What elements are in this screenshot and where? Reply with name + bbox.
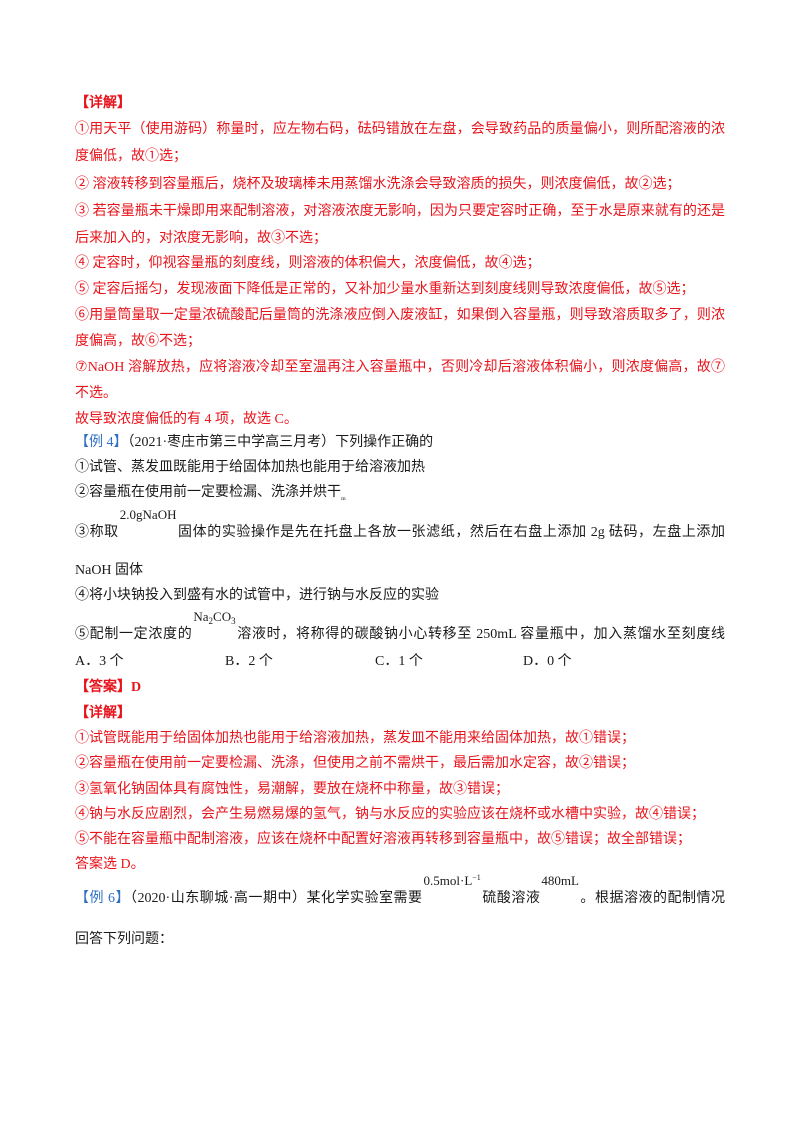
detail-line: ⑤ 定容后摇匀，发现液面下降低是正常的，又补加少量水重新达到刻度线则导致浓度偏低… (75, 282, 695, 297)
detail-line: 答案选 D。 (75, 857, 145, 872)
answer-value: D (131, 680, 142, 695)
example4-item-3: ③称取2.0gNaOH固体的实验操作是先在托盘上各放一张滤纸，然后在右盘上添加 … (75, 508, 726, 542)
formula-part: Na (193, 609, 209, 624)
formula-part: 0.5mol·L (423, 873, 473, 888)
example4-item-3-cont: NaOH 固体 (75, 563, 144, 578)
example6-tag: 【例 6】 (75, 891, 131, 906)
example4-options: A．3 个 B．2 个 C．1 个 D．0 个 (75, 653, 725, 671)
example4-item-1: ①试管、蒸发皿既能用于给固体加热也能用于给溶液加热 (75, 460, 425, 475)
detail-line: 度偏高，故⑥不选； (75, 334, 201, 349)
detail-conclusion: 故导致浓度偏低的有 4 项，故选 C。 (75, 412, 298, 427)
detail-line: ①用天平（使用游码）称量时，应左物右码，砝码错放在左盘，会导致药品的质量偏小，则… (75, 122, 725, 137)
example6-stem-cont: 回答下列问题： (75, 932, 173, 947)
detail-line: ⑥用量筒量取一定量浓硫酸配后量筒的洗涤液应倒入废液缸，如果倒入容量瓶，则导致溶质… (75, 308, 725, 323)
example6-stem-a: （2020·山东聊城·高一期中）某化学实验室需要 (130, 891, 423, 906)
formula-subscript: 2 (208, 616, 214, 626)
example4-header: 【例 4】（2021·枣庄市第三中学高三月考）下列操作正确的 (75, 434, 433, 452)
detail-heading: 【详解】 (75, 706, 131, 721)
detail-line: 不选。 (75, 386, 117, 401)
example6-stem-b: 硫酸溶液 (481, 891, 541, 906)
example4-item-2-text: ②容量瓶在使用前一定要检漏、洗涤并烘干 (75, 485, 341, 500)
detail-line: ②容量瓶在使用前一定要检漏、洗涤，但使用之前不需烘干，最后需加水定容，故②错误； (75, 756, 635, 771)
formula-volume: 480mL (541, 873, 579, 888)
detail-line: ③ 若容量瓶未干燥即用来配制溶液，对溶液浓度无影响，因为只要定容时正确，至于水是… (75, 204, 725, 219)
detail-line: ② 溶液转移到容量瓶后，烧杯及玻璃棒未用蒸馏水洗涤会导致溶质的损失，则浓度偏低，… (75, 177, 681, 192)
option-a: A．3 个 (75, 654, 124, 669)
detail-line: ⑦NaOH 溶解放热，应将溶液冷却至室温再注入容量瓶中，否则冷却后溶液体积偏小，… (75, 360, 725, 375)
example6-header: 【例 6】（2020·山东聊城·高一期中）某化学实验室需要0.5mol·L−1硫… (75, 873, 726, 908)
formula-subscript: 3 (231, 616, 236, 626)
example4-item-5: ⑤配制一定浓度的Na2CO3溶液时，将称得的碳酸钠小心转移至 250mL 容量瓶… (75, 610, 726, 644)
detail-line: 后来加入的，对浓度无影响，故③不选； (75, 231, 327, 246)
formula-part: CO (213, 609, 232, 624)
formula-superscript: −1 (472, 873, 481, 882)
example6-stem-c: 。根据溶液的配制情况 (579, 891, 726, 906)
detail-line: ④钠与水反应剧烈，会产生易燃易爆的氢气，钠与水反应的实验应该在烧杯或水槽中实验，… (75, 807, 705, 822)
option-c: C．1 个 (375, 654, 423, 669)
answer-label: 【答案】 (75, 680, 131, 695)
detail-line: ④ 定容时，仰视容量瓶的刻度线，则溶液的体积偏大，浓度偏低，故④选； (75, 256, 541, 271)
option-d: D．0 个 (523, 654, 572, 669)
example4-tag: 【例 4】 (75, 435, 128, 450)
option-b: B．2 个 (225, 654, 273, 669)
example4-item-2-mark: ₘ (341, 493, 346, 502)
detail-line: ①试管既能用于给固体加热也能用于给溶液加热，蒸发皿不能用来给固体加热，故①错误； (75, 731, 635, 746)
detail-line: ③氢氧化钠固体具有腐蚀性，易潮解，要放在烧杯中称量，故③错误； (75, 782, 509, 797)
formula-concentration: 0.5mol·L−1 (423, 873, 482, 890)
example4-item-5-lead: ⑤配制一定浓度的 (75, 627, 193, 642)
example4-item-3-text: 固体的实验操作是先在托盘上各放一张滤纸，然后在右盘上添加 2g 砝码，左盘上添加 (177, 525, 726, 540)
formula-na2co3: Na2CO3 (192, 609, 236, 627)
example4-item-2: ②容量瓶在使用前一定要检漏、洗涤并烘干ₘ (75, 484, 346, 502)
detail-heading: 【详解】 (75, 96, 131, 111)
example4-stem: （2021·枣庄市第三中学高三月考）下列操作正确的 (127, 435, 434, 450)
example4-item-4: ④将小块钠投入到盛有水的试管中，进行钠与水反应的实验 (75, 588, 439, 603)
detail-line: 度偏低，故①选； (75, 149, 187, 164)
answer: 【答案】D (75, 679, 141, 697)
example4-item-5-text: 溶液时，将称得的碳酸钠小心转移至 250mL 容量瓶中，加入蒸馏水至刻度线 (236, 627, 726, 642)
example4-item-3-lead: ③称取 (75, 525, 119, 540)
formula-mass-naoh: 2.0gNaOH (119, 507, 177, 522)
detail-line: ⑤不能在容量瓶中配制溶液，应该在烧杯中配置好溶液再转移到容量瓶中，故⑤错误；故全… (75, 832, 691, 847)
